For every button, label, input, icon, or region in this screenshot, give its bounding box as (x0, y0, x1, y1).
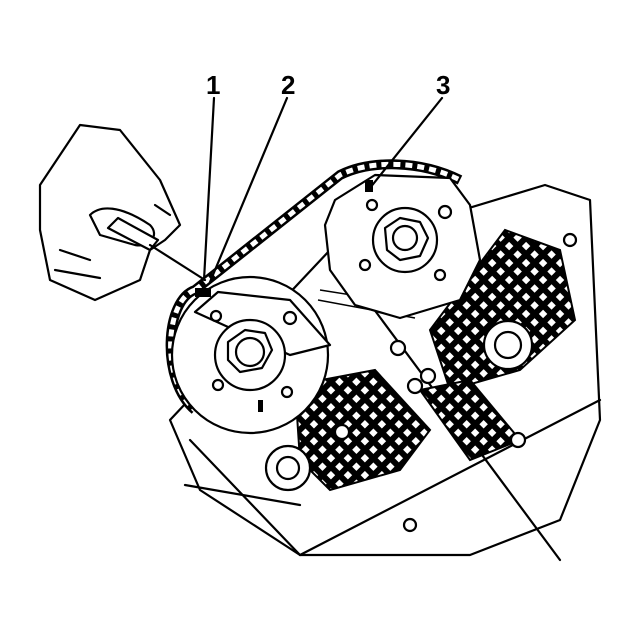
casting-mesh (293, 228, 577, 492)
right-cam-sprocket (323, 173, 482, 320)
callout-1: 1 (206, 70, 220, 100)
left-cam-sprocket (170, 275, 332, 435)
block-bolt-holes (264, 232, 578, 533)
callout-3: 3 (436, 70, 450, 100)
callout-leaders (202, 96, 444, 284)
hand-with-scribe (38, 123, 207, 302)
callout-2: 2 (281, 70, 295, 100)
